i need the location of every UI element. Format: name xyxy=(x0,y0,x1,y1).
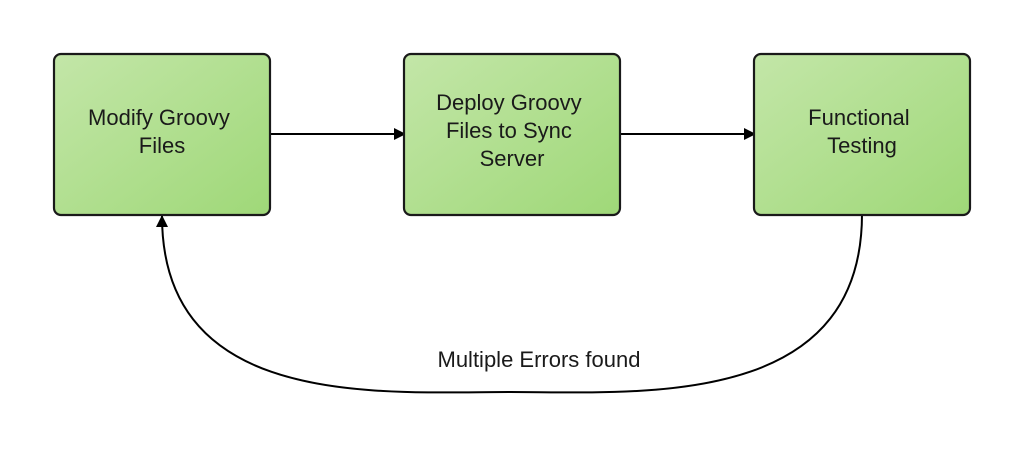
node-box xyxy=(402,52,622,217)
node-label: Functional Testing xyxy=(808,105,916,158)
node-modify-groovy-files: Modify Groovy Files xyxy=(52,52,272,217)
edge-testing-to-modify xyxy=(156,213,863,394)
node-label-line: Functional xyxy=(808,105,910,130)
node-label-line: Testing xyxy=(827,133,897,158)
node-label-line: Files xyxy=(139,133,185,158)
node-label-line: Modify Groovy xyxy=(88,105,230,130)
node-label: Modify Groovy Files xyxy=(88,105,236,158)
edge-label-multiple-errors: Multiple Errors found xyxy=(438,347,641,372)
node-deploy-groovy-files: Deploy Groovy Files to Sync Server xyxy=(402,52,622,217)
node-functional-testing: Functional Testing xyxy=(752,52,972,217)
node-label: Deploy Groovy Files to Sync Server xyxy=(436,90,588,171)
node-label-line: Server xyxy=(480,146,545,171)
node-label-line: Deploy Groovy xyxy=(436,90,582,115)
node-label-line: Files to Sync xyxy=(446,118,572,143)
node-box xyxy=(752,52,972,217)
node-box xyxy=(52,52,272,217)
